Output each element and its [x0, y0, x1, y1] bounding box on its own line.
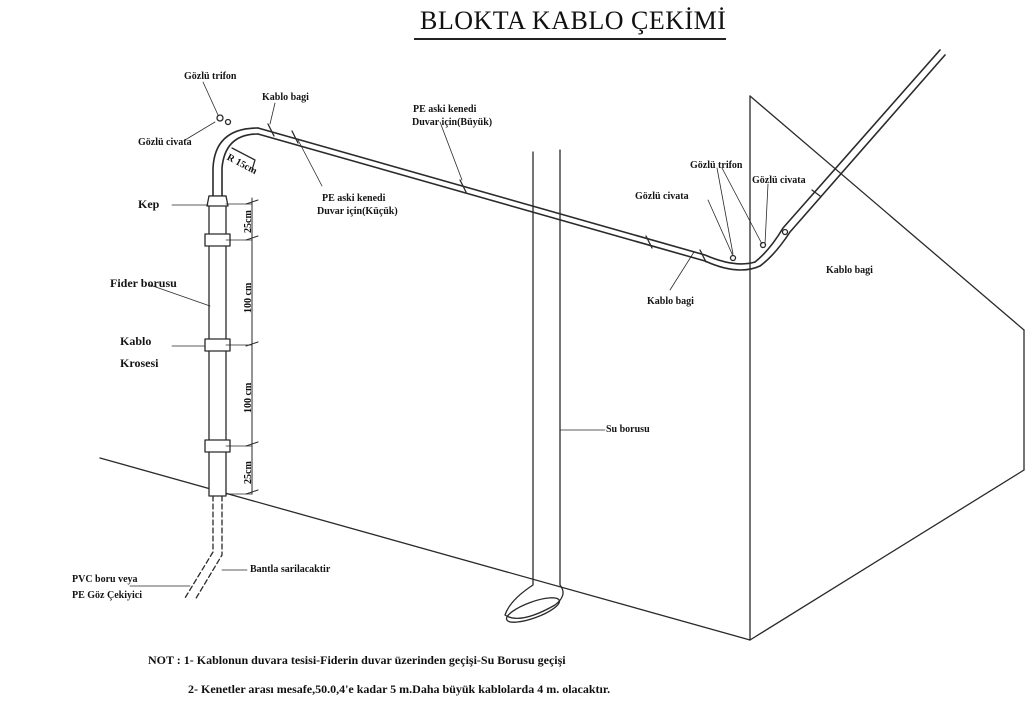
- cable-up-right: [759, 54, 946, 267]
- cable-main: [257, 127, 756, 265]
- label-pe-kucuk-1: PE aski kenedi: [322, 193, 386, 204]
- label-krosesi: Krosesi: [120, 356, 159, 370]
- leader-pe-buyuk: [439, 121, 463, 181]
- cable-clamp-f: [811, 189, 821, 197]
- label-gozlu-trifon-left: Gözlü trifon: [184, 71, 237, 82]
- label-gozlu-trifon-right: Gözlü trifon: [690, 160, 743, 171]
- leader-fider: [149, 284, 211, 307]
- label-kep: Kep: [138, 197, 160, 211]
- underground-cable: [184, 495, 214, 599]
- dimension-25cm-top: 25cm: [243, 210, 254, 233]
- leader-gozlu-civata-left: [184, 121, 216, 141]
- label-pe-buyuk-2: Duvar için(Büyük): [412, 117, 493, 128]
- label-gozlu-civata-mid: Gözlü civata: [635, 191, 689, 202]
- note-line-1: NOT : 1- Kablonun duvara tesisi-Fiderin …: [148, 653, 566, 667]
- label-fider-borusu: Fider borusu: [110, 276, 177, 290]
- dimension-100cm-upper: 100 cm: [243, 282, 254, 313]
- label-pvc-2: PE Göz Çekiyici: [72, 590, 142, 601]
- label-gozlu-civata-right: Gözlü civata: [752, 175, 806, 186]
- cable-clamp-e: [699, 249, 707, 263]
- water-pipe: [504, 149, 564, 619]
- leader-pe-kucuk: [297, 139, 323, 187]
- label-su-borusu: Su borusu: [606, 424, 650, 435]
- cable-clamp-c: [459, 179, 467, 193]
- leader-gozlu-trifon-right: [716, 167, 734, 255]
- eye-bolt-left: [216, 114, 224, 122]
- dimension-25cm-bottom: 25cm: [243, 461, 254, 484]
- leader-gozlu-civata-right: [764, 183, 769, 245]
- label-pe-kucuk-2: Duvar için(Küçük): [317, 206, 398, 217]
- label-pvc-1: PVC boru veya: [72, 574, 138, 585]
- eye-bolt-right-2: [759, 241, 767, 249]
- label-gozlu-civata-left: Gözlü civata: [138, 137, 192, 148]
- building-top-edge-right: [749, 95, 1025, 331]
- diagram-title: BLOKTA KABLO ÇEKİMİ: [420, 6, 727, 35]
- cable-clamp-a: [267, 123, 275, 137]
- label-kablo-bagi-right: Kablo bagi: [826, 265, 873, 276]
- building-ground-right: [749, 469, 1025, 641]
- label-kablo-bagi-corner: Kablo bagi: [647, 296, 694, 307]
- radius-leader: [231, 147, 256, 171]
- label-kablo-bagi-top: Kablo bagi: [262, 92, 309, 103]
- title-underline: [414, 38, 726, 40]
- dimension-100cm-lower: 100 cm: [243, 382, 254, 413]
- pipe-cap: [206, 195, 229, 207]
- leader-gozlu-trifon-left: [202, 81, 219, 116]
- cable-bend-left: [212, 127, 259, 197]
- label-pe-buyuk-1: PE aski kenedi: [413, 104, 477, 115]
- label-bantla: Bantla sarilacaktir: [250, 564, 331, 575]
- leader-gozlu-civata-mid: [707, 199, 734, 257]
- leader-kablo-bagi-corner: [669, 251, 695, 291]
- building-ground-left: [99, 457, 751, 641]
- cable-clamp-b: [291, 130, 299, 144]
- label-kablo: Kablo: [120, 334, 152, 348]
- leader-kablo-bagi-top: [269, 102, 276, 125]
- note-line-2: 2- Kenetler arası mesafe,50.0,4'e kadar …: [188, 682, 611, 696]
- cable-clamp-d: [645, 235, 653, 249]
